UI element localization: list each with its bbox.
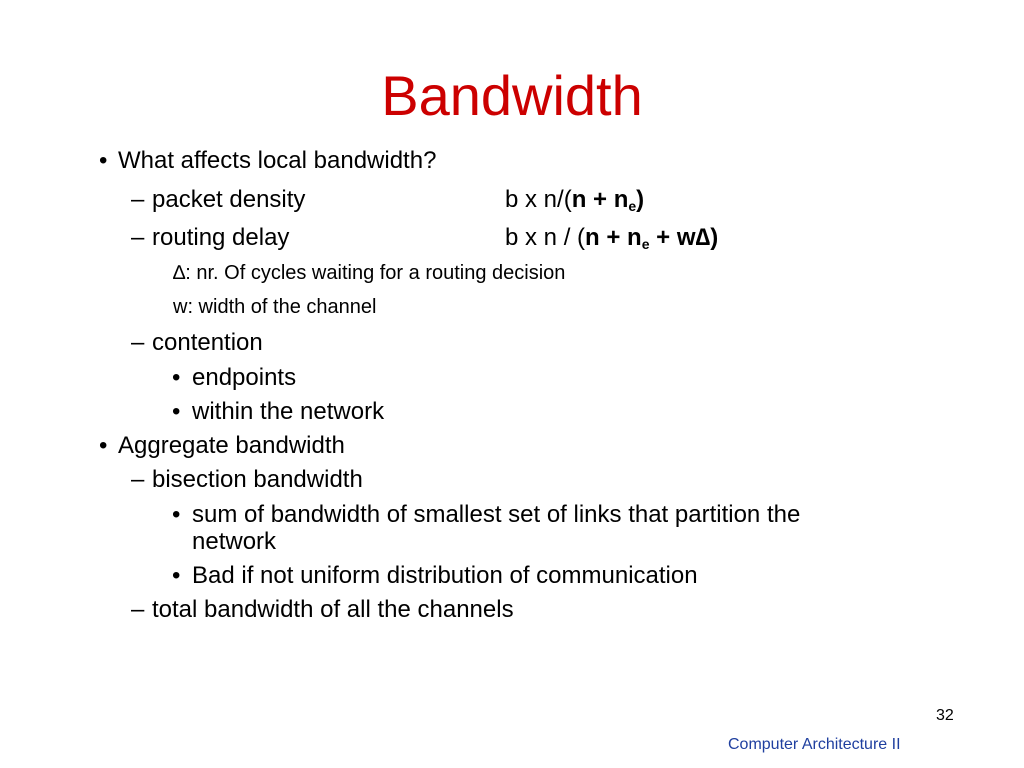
- list-item-text: contention: [152, 329, 263, 356]
- list-item-text: bisection bandwidth: [152, 466, 363, 493]
- formula-bold: + w∆): [649, 224, 719, 251]
- bullet-icon: •: [172, 398, 181, 425]
- list-item-text: routing delay: [152, 224, 290, 251]
- list-item-text: Bad if not uniform distribution of commu…: [192, 562, 698, 589]
- footer-course-title: Computer Architecture II: [728, 736, 901, 753]
- dash-icon: –: [131, 596, 145, 623]
- list-item-text: total bandwidth of all the channels: [152, 596, 514, 623]
- formula-bold: ): [636, 186, 645, 213]
- bullet-icon: •: [172, 501, 181, 528]
- list-item-text: endpoints: [192, 364, 297, 391]
- bullet-icon: •: [172, 364, 181, 391]
- bullet-icon: •: [99, 432, 108, 459]
- list-item-text: What affects local bandwidth?: [118, 147, 437, 174]
- note-delta: ∆: nr. Of cycles waiting for a routing d…: [173, 262, 566, 284]
- formula-text: b x n/(: [505, 186, 572, 213]
- formula-subscript: e: [641, 236, 650, 252]
- slide-number: 32: [936, 707, 954, 724]
- formula: b x n/(n + ne): [505, 186, 644, 214]
- dash-icon: –: [131, 329, 145, 356]
- list-item-text: Aggregate bandwidth: [118, 432, 345, 459]
- formula-bold: n + n: [585, 224, 642, 251]
- bullet-icon: •: [172, 562, 181, 589]
- formula: b x n / (n + ne + w∆): [505, 224, 718, 252]
- list-item-text: within the network: [192, 398, 385, 425]
- list-item-text: packet density: [152, 186, 306, 213]
- list-item-text: sum of bandwidth of smallest set of link…: [192, 501, 801, 528]
- formula-subscript: e: [628, 198, 637, 214]
- bullet-icon: •: [99, 147, 108, 174]
- formula-text: b x n / (: [505, 224, 586, 251]
- list-item-text-continued: network: [192, 528, 277, 555]
- formula-bold: n + n: [571, 186, 629, 213]
- note-w: w: width of the channel: [173, 296, 377, 318]
- dash-icon: –: [131, 224, 145, 251]
- slide-title: Bandwidth: [381, 64, 643, 127]
- dash-icon: –: [131, 186, 145, 213]
- dash-icon: –: [131, 466, 145, 493]
